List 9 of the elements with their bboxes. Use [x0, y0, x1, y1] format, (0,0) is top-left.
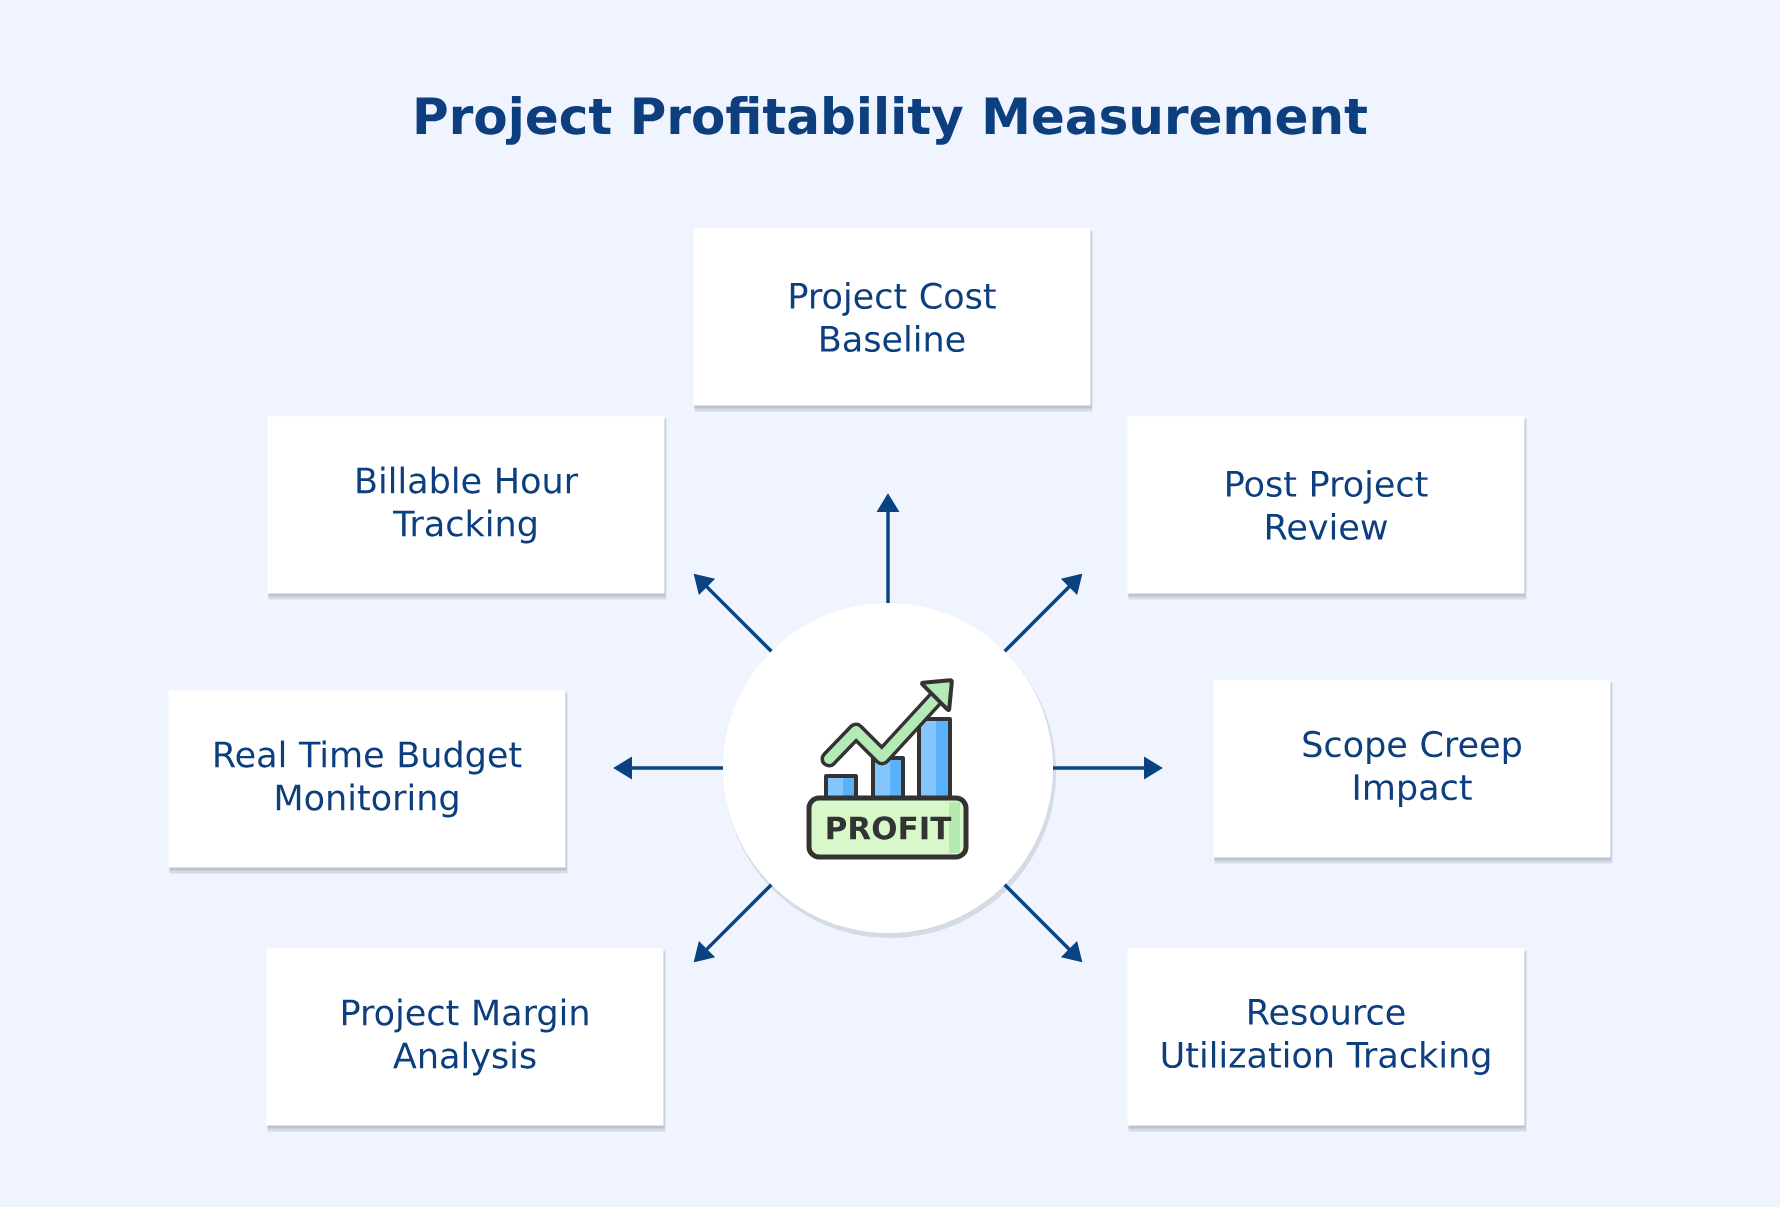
text-box: Scope Creep Impact [1213, 680, 1613, 864]
text-box: Project Margin Analysis [266, 948, 666, 1132]
text-box: Project Cost Baseline [693, 228, 1093, 412]
text-box: Resource Utilization Tracking [1127, 948, 1527, 1132]
title: Project Profitability Measurement [416, 96, 1367, 145]
text-box: Post Project Review [1127, 416, 1527, 600]
icon-label: PROFIT [827, 816, 952, 840]
text-box: Real Time Budget Monitoring [168, 690, 568, 874]
text-box: Billable Hour Tracking [267, 416, 667, 600]
